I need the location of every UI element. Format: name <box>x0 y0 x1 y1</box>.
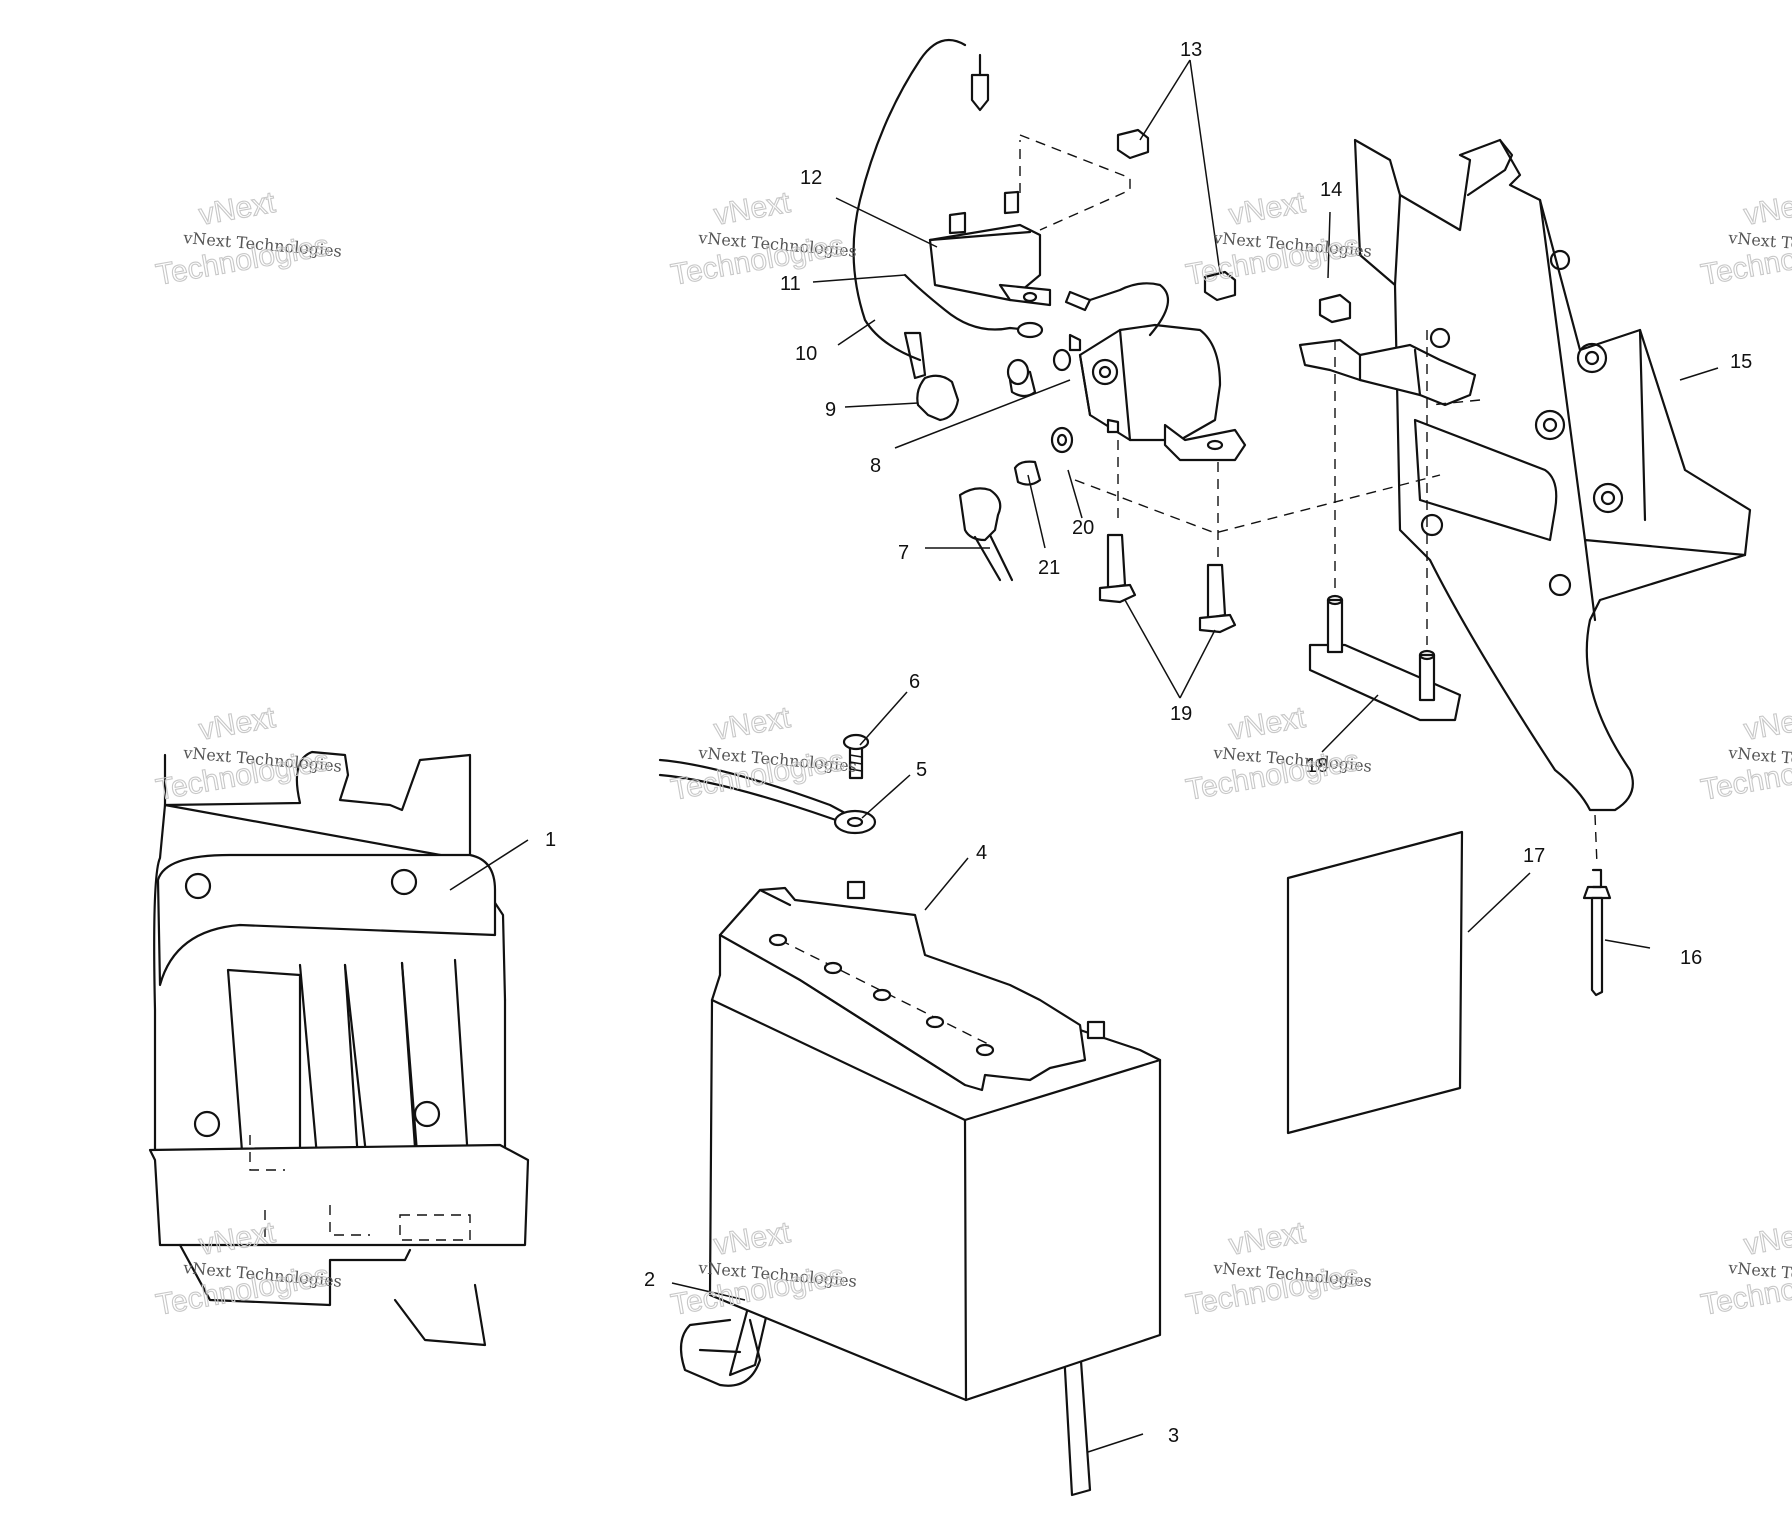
part-16-rivet <box>1582 868 1612 997</box>
svg-text:vNext: vNext <box>1741 701 1792 747</box>
callout-17: 17 <box>1523 845 1545 867</box>
callout-21: 21 <box>1038 557 1060 579</box>
callout-7: 7 <box>898 542 909 564</box>
callout-14: 14 <box>1320 179 1342 201</box>
svg-text:vNext: vNext <box>1226 1216 1308 1262</box>
callout-15: 15 <box>1730 351 1752 373</box>
leader-lines <box>449 59 1719 1453</box>
watermark: vNext vNext Technologies Technologies <box>668 185 858 292</box>
callout-13: 13 <box>1180 39 1202 61</box>
assembly-lines <box>1019 134 1598 866</box>
part-8-solenoid <box>1064 282 1247 462</box>
part-4-battery <box>708 880 1162 1402</box>
svg-text:vNext: vNext <box>711 701 793 747</box>
watermark: vNext vNext Technologies Technologies <box>1183 1215 1373 1322</box>
callout-11: 11 <box>780 273 801 295</box>
callout-3: 3 <box>1168 1425 1179 1447</box>
watermark: vNext vNext Technologies Technologies <box>1698 1215 1792 1322</box>
svg-text:vNext: vNext <box>1741 186 1792 232</box>
callout-20: 20 <box>1072 517 1094 539</box>
callout-9: 9 <box>825 399 836 421</box>
watermark: vNext vNext Technologies Technologies <box>153 700 343 807</box>
callout-5: 5 <box>916 759 927 781</box>
callout-1: 1 <box>545 829 556 851</box>
callout-2: 2 <box>644 1269 655 1291</box>
watermark: vNext vNext Technologies Technologies <box>1698 700 1792 807</box>
svg-text:vNext: vNext <box>196 186 278 232</box>
callout-4: 4 <box>976 842 987 864</box>
watermark: vNext vNext Technologies Technologies <box>153 185 343 292</box>
callout-6: 6 <box>909 671 920 693</box>
callout-19: 19 <box>1170 703 1192 725</box>
part-5-6-cable-lug-screw <box>658 733 877 835</box>
callout-10: 10 <box>795 343 817 365</box>
svg-text:vNext: vNext <box>1226 186 1308 232</box>
callout-18: 18 <box>1306 755 1328 777</box>
watermark: vNext vNext Technologies Technologies <box>668 700 858 807</box>
watermark: vNext vNext Technologies Technologies <box>1183 185 1373 292</box>
callout-12: 12 <box>800 167 822 189</box>
part-7-cable-boot <box>958 487 1014 582</box>
svg-text:vNext: vNext <box>1226 701 1308 747</box>
callout-labels: 1 2 3 4 5 6 7 8 9 10 11 12 13 14 15 16 1… <box>545 39 1752 1447</box>
callout-16: 16 <box>1680 947 1702 969</box>
part-17-decal <box>1286 830 1464 1135</box>
part-1-battery-box <box>148 750 530 1347</box>
svg-text:vNext: vNext <box>196 701 278 747</box>
svg-text:vNext: vNext <box>711 186 793 232</box>
watermark: vNext vNext Technologies Technologies <box>1183 700 1373 807</box>
part-19-bolts <box>1098 533 1237 634</box>
part-9-12-boot-wires-coil <box>852 38 1052 422</box>
part-18-plate <box>1308 594 1462 722</box>
callout-8: 8 <box>870 455 881 477</box>
svg-text:vNext: vNext <box>1741 1216 1792 1262</box>
watermark: vNext vNext Technologies Technologies <box>1698 185 1792 292</box>
part-15-bracket <box>1298 138 1752 812</box>
